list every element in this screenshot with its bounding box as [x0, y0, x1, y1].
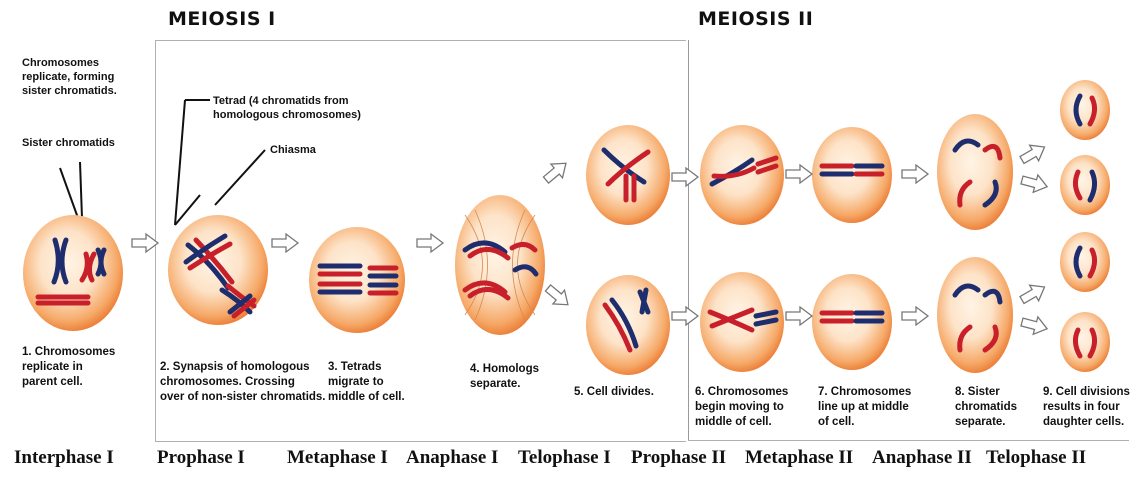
prophase-ii-cell-bottom: [700, 272, 784, 372]
caption-line: line up at middle: [818, 400, 911, 415]
caption-line: separate.: [470, 377, 539, 392]
caption-line: over of non-sister chromatids.: [160, 390, 326, 405]
caption-line: 6. Chromosomes: [695, 385, 788, 400]
caption-5: 5. Cell divides.: [574, 385, 654, 400]
caption-line: daughter cells.: [1043, 415, 1130, 430]
arrow-icon: [786, 307, 812, 325]
phase-label-metaphase-i: Metaphase I: [287, 447, 388, 469]
phase-label-metaphase-ii: Metaphase II: [745, 447, 853, 469]
caption-7: 7. Chromosomes line up at middle of cell…: [818, 385, 911, 430]
caption-line: 3. Tetrads: [328, 360, 405, 375]
anaphase-ii-cell-bottom: [937, 257, 1013, 373]
arrow-icon: [786, 165, 812, 183]
arrow-icon: [272, 234, 298, 252]
caption-line: 8. Sister: [955, 385, 1017, 400]
caption-4: 4. Homologs separate.: [470, 362, 539, 392]
caption-3: 3. Tetrads migrate to middle of cell.: [328, 360, 405, 405]
caption-line: middle of cell.: [328, 390, 405, 405]
tetrad-pointer-line: [175, 100, 185, 225]
interphase-cell: [23, 215, 123, 331]
caption-line: 9. Cell divisions: [1043, 385, 1130, 400]
caption-line: 1. Chromosomes: [22, 345, 115, 360]
caption-line: migrate to: [328, 375, 405, 390]
phase-label-telophase-ii: Telophase II: [986, 447, 1086, 469]
phase-label-prophase-i: Prophase I: [157, 447, 245, 469]
caption-line: results in four: [1043, 400, 1130, 415]
arrow-icon: [132, 234, 158, 252]
caption-line: of cell.: [818, 415, 911, 430]
daughter-cell-3: [1060, 232, 1110, 292]
metaphase-i-cell: [309, 227, 405, 333]
arrow-icon: [417, 234, 443, 252]
phase-label-anaphase-i: Anaphase I: [406, 447, 498, 469]
caption-line: separate.: [955, 415, 1017, 430]
caption-6: 6. Chromosomes begin moving to middle of…: [695, 385, 788, 430]
chiasma-pointer-line: [215, 150, 265, 205]
sister-pointer-line: [80, 162, 82, 218]
arrow-icon: [542, 281, 573, 312]
arrow-icon: [540, 156, 571, 187]
phase-label-prophase-ii: Prophase II: [631, 447, 726, 469]
pointer-lines: [60, 100, 265, 225]
caption-line: 5. Cell divides.: [574, 385, 654, 400]
caption-line: chromosomes. Crossing: [160, 375, 326, 390]
daughter-cell-1: [1060, 80, 1110, 140]
metaphase-ii-cell-top: [812, 127, 892, 223]
caption-line: parent cell.: [22, 375, 115, 390]
caption-8: 8. Sister chromatids separate.: [955, 385, 1017, 430]
arrow-icon: [1020, 313, 1050, 337]
arrow-icon: [672, 307, 698, 325]
caption-line: middle of cell.: [695, 415, 788, 430]
caption-line: replicate in: [22, 360, 115, 375]
caption-1: 1. Chromosomes replicate in parent cell.: [22, 345, 115, 390]
metaphase-ii-cell-bottom: [812, 274, 892, 370]
anaphase-i-cell: [455, 195, 545, 335]
daughter-cell-4: [1060, 312, 1110, 372]
caption-line: 7. Chromosomes: [818, 385, 911, 400]
sister-pointer-line: [60, 168, 78, 218]
arrow-icon: [1020, 171, 1050, 195]
caption-line: 4. Homologs: [470, 362, 539, 377]
caption-line: begin moving to: [695, 400, 788, 415]
telophase-i-cell-bottom: [586, 275, 670, 375]
anaphase-ii-cell-top: [937, 114, 1013, 230]
caption-line: chromatids: [955, 400, 1017, 415]
prophase-i-cell: [168, 215, 268, 325]
caption-9: 9. Cell divisions results in four daught…: [1043, 385, 1130, 430]
prophase-ii-cell-top: [700, 125, 784, 225]
phase-label-interphase-i: Interphase I: [14, 447, 114, 469]
phase-label-anaphase-ii: Anaphase II: [872, 447, 972, 469]
arrow-icon: [902, 165, 928, 183]
arrow-icon: [902, 307, 928, 325]
arrow-icon: [1018, 139, 1050, 168]
telophase-i-cell-top: [586, 125, 670, 225]
arrow-icon: [1018, 279, 1050, 308]
caption-2: 2. Synapsis of homologous chromosomes. C…: [160, 360, 326, 405]
daughter-cell-2: [1060, 155, 1110, 215]
caption-line: 2. Synapsis of homologous: [160, 360, 326, 375]
arrow-icon: [672, 168, 698, 186]
phase-label-telophase-i: Telophase I: [518, 447, 611, 469]
